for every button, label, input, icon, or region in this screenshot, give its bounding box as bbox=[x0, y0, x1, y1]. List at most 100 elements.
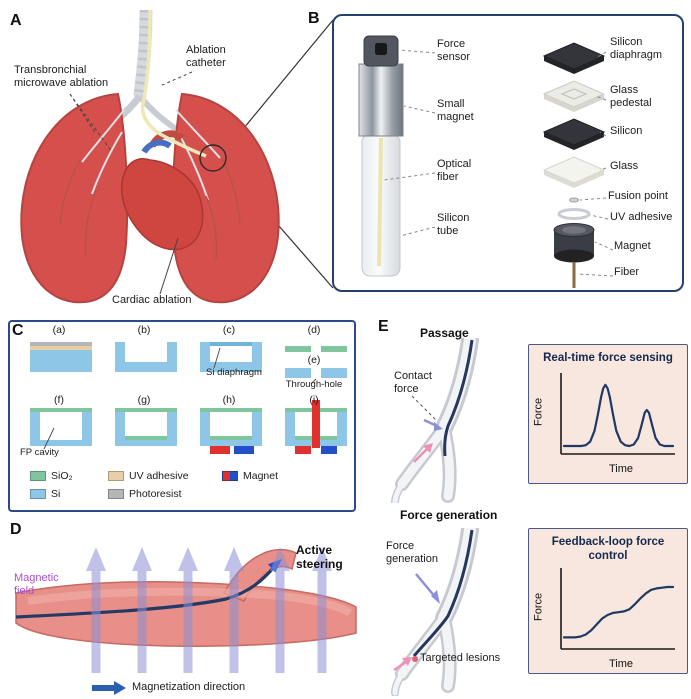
step-g bbox=[115, 408, 177, 446]
catheter-in-airway bbox=[412, 529, 474, 657]
heart bbox=[121, 130, 204, 251]
magnetization-arrow-icon bbox=[92, 681, 126, 695]
legend-swatch-uv-adhesive bbox=[108, 471, 124, 481]
uv-adhesive-label: UV adhesive bbox=[610, 211, 673, 223]
force-time-plot bbox=[560, 373, 675, 456]
catheter-in-airway bbox=[443, 339, 474, 457]
magnifier-circle bbox=[199, 144, 227, 172]
contact-force-leader bbox=[411, 395, 437, 421]
force-time-plot bbox=[560, 567, 675, 650]
force-generation-title: Force generation bbox=[400, 508, 498, 522]
legend-item-uv-adhesive: UV adhesive bbox=[108, 470, 189, 482]
force-sensor-label: Force sensor bbox=[437, 38, 471, 64]
force-axis-label: Force bbox=[532, 398, 545, 427]
panel-c-letter: C bbox=[12, 322, 24, 339]
silicon-shape bbox=[542, 118, 606, 146]
step-i bbox=[285, 400, 347, 454]
contact-force-arrow-icon bbox=[423, 418, 443, 431]
targeted-lesions-label: Targeted lesions bbox=[420, 652, 501, 664]
panel-d-letter: D bbox=[10, 521, 22, 538]
exploded-stack bbox=[542, 42, 606, 288]
step-f bbox=[30, 408, 92, 450]
step-label-a: (a) bbox=[52, 324, 66, 336]
cardiac-leader bbox=[159, 237, 179, 295]
feedback-chart-title: Feedback-loop force control bbox=[551, 536, 665, 563]
optical-fiber-label: Optical fiber bbox=[437, 158, 472, 184]
legend-label-magnet: Magnet bbox=[243, 470, 279, 482]
field-arrow-icon bbox=[132, 547, 152, 673]
legend-label-uv-adhesive: UV adhesive bbox=[129, 470, 189, 482]
lungs-anatomy-illustration bbox=[20, 10, 280, 304]
magnetization-direction-label: Magnetization direction bbox=[132, 681, 246, 693]
glass-pedestal-label: Glass pedestal bbox=[610, 84, 652, 110]
legend-label-sio2: SiO₂ bbox=[51, 470, 73, 482]
airway-tree bbox=[391, 528, 479, 696]
ablation-catheter-label: Ablation catheter bbox=[186, 44, 226, 70]
pink-arrow-icon bbox=[413, 443, 433, 463]
optical-fiber-shape bbox=[377, 137, 383, 267]
glass-pedestal-shape bbox=[542, 80, 606, 108]
silicon-diaphragm-label: Silicon diaphragm bbox=[610, 36, 662, 62]
time-axis-label: Time bbox=[608, 463, 634, 476]
field-arrow-icon bbox=[312, 547, 332, 673]
legend-swatch-photoresist bbox=[108, 489, 124, 499]
magnet-label: Magnet bbox=[614, 240, 651, 252]
step-label-g: (g) bbox=[137, 394, 151, 406]
generation-arrow-icon bbox=[415, 573, 440, 604]
fiber-label: Fiber bbox=[614, 266, 640, 278]
transbronchial-label: Transbronchial microwave ablation bbox=[14, 64, 109, 90]
step-label-e: (e) bbox=[307, 354, 321, 366]
uv-adhesive-ring bbox=[557, 208, 591, 220]
passage-title: Passage bbox=[420, 326, 469, 340]
legend-label-si: Si bbox=[51, 488, 61, 500]
lesion-dot bbox=[412, 656, 418, 662]
fabrication-process-box bbox=[8, 320, 356, 512]
step-label-h: (h) bbox=[222, 394, 236, 406]
force-axis-label: Force bbox=[532, 592, 545, 621]
bronchial-tree bbox=[81, 109, 221, 201]
feedback-force-chart: Feedback-loop force control Force Time bbox=[528, 528, 688, 674]
step-e bbox=[285, 368, 347, 385]
legend-item-photoresist: Photoresist bbox=[108, 488, 182, 500]
time-axis-label: Time bbox=[608, 657, 634, 670]
probe-leader-lines bbox=[383, 49, 436, 237]
cardiac-ablation-label: Cardiac ablation bbox=[112, 294, 192, 306]
step-c bbox=[200, 342, 262, 372]
panel-e-letter: E bbox=[378, 318, 389, 335]
glass-label: Glass bbox=[610, 160, 639, 172]
probe-assembly bbox=[358, 35, 404, 277]
step-h bbox=[200, 408, 262, 454]
fabrication-steps-diagram bbox=[30, 342, 347, 454]
pink-arrow-icon bbox=[393, 657, 412, 672]
trachea bbox=[133, 10, 153, 101]
step-b bbox=[115, 342, 177, 372]
active-steering-illustration bbox=[15, 547, 357, 673]
magnetic-field-arrows bbox=[86, 547, 332, 673]
step-label-b: (b) bbox=[137, 324, 151, 336]
silicon-label: Silicon bbox=[610, 125, 643, 137]
airway-tree bbox=[391, 338, 479, 503]
legend-item-magnet: Magnet bbox=[222, 470, 278, 482]
glass-shape bbox=[542, 156, 606, 184]
fp-cavity-annotation: FP cavity bbox=[20, 447, 59, 458]
realtime-chart-title: Real-time force sensing bbox=[543, 352, 673, 364]
silicon-tube-label: Silicon tube bbox=[437, 212, 470, 238]
legend-item-sio2: SiO₂ bbox=[30, 470, 73, 482]
field-arrow-icon bbox=[178, 547, 198, 673]
sensor-inset-box bbox=[332, 14, 684, 292]
realtime-force-chart: Real-time force sensing Force Time bbox=[528, 344, 688, 484]
catheter-line bbox=[140, 10, 207, 158]
step-a bbox=[30, 342, 92, 372]
silicon-diaphragm-shape bbox=[542, 42, 606, 70]
contact-force-label: Contact force bbox=[394, 370, 432, 396]
stack-leader-lines bbox=[576, 51, 614, 277]
step-label-f: (f) bbox=[54, 394, 64, 406]
passage-airway-diagram bbox=[391, 338, 479, 503]
field-arrow-icon bbox=[270, 547, 290, 673]
steerable-catheter bbox=[15, 565, 276, 619]
through-hole-annotation: Through-hole bbox=[285, 379, 343, 390]
small-magnet-shape bbox=[358, 63, 404, 137]
step-label-c: (c) bbox=[222, 324, 236, 336]
step-label-d: (d) bbox=[307, 324, 321, 336]
